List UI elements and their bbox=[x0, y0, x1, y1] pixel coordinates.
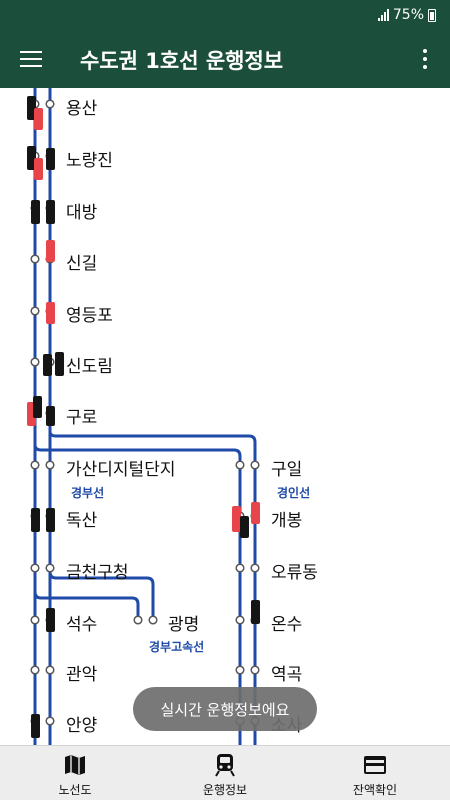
map-icon bbox=[65, 755, 85, 775]
line-label-gyeongin: 경인선 bbox=[277, 486, 311, 500]
station-onsu[interactable]: 온수 bbox=[271, 615, 303, 635]
nav-balance-check-label: 잔액확인 bbox=[352, 783, 398, 797]
station-daebang[interactable]: 대방 bbox=[66, 203, 98, 223]
more-options-button[interactable] bbox=[412, 44, 438, 74]
train-marker[interactable] bbox=[240, 516, 249, 538]
line-label-gyeongbu: 경부선 bbox=[71, 486, 105, 500]
train-marker[interactable] bbox=[46, 406, 55, 426]
track-gwangmyeong-inner bbox=[33, 591, 140, 620]
route-map[interactable]: 용산 노량진 대방 신길 영등포 신도림 구로 가산디지털단지 독산 금천구청 … bbox=[0, 88, 450, 745]
card-icon bbox=[364, 756, 386, 774]
station-sindorim[interactable]: 신도림 bbox=[66, 357, 113, 377]
train-marker[interactable] bbox=[46, 240, 55, 262]
nav-balance-check[interactable]: 잔액확인 bbox=[300, 746, 450, 800]
station-doksan[interactable]: 독산 bbox=[66, 511, 98, 531]
menu-button[interactable] bbox=[12, 40, 50, 78]
track-gwangmyeong-outer bbox=[48, 571, 155, 620]
station-geumcheon[interactable]: 금천구청 bbox=[66, 563, 129, 583]
train-marker[interactable] bbox=[27, 402, 36, 426]
battery-percent: 75% bbox=[392, 7, 424, 23]
station-noryangjin[interactable]: 노량진 bbox=[66, 151, 113, 171]
status-bar: 75% bbox=[0, 0, 450, 30]
status-indicators: 75% bbox=[377, 7, 436, 23]
station-yeokgok[interactable]: 역곡 bbox=[271, 665, 303, 685]
train-marker[interactable] bbox=[46, 302, 55, 324]
train-marker[interactable] bbox=[34, 108, 43, 130]
nav-route-map-label: 노선도 bbox=[58, 783, 92, 797]
more-vert-icon bbox=[423, 49, 427, 53]
station-gasan[interactable]: 가산디지털단지 bbox=[66, 460, 176, 480]
train-marker[interactable] bbox=[232, 506, 241, 532]
station-gaebong[interactable]: 개봉 bbox=[271, 511, 303, 531]
page-title: 수도권 1호선 운행정보 bbox=[80, 49, 284, 73]
nav-route-map[interactable]: 노선도 bbox=[0, 746, 150, 800]
train-marker[interactable] bbox=[27, 146, 36, 170]
train-marker[interactable] bbox=[31, 508, 40, 532]
train-icon bbox=[215, 754, 235, 777]
station-anyang[interactable]: 안양 bbox=[66, 716, 98, 736]
train-marker[interactable] bbox=[43, 354, 52, 376]
track-gyeongin-inner bbox=[33, 432, 242, 745]
train-marker[interactable] bbox=[27, 96, 36, 120]
station-gwangmyeong[interactable]: 광명 bbox=[168, 615, 200, 635]
train-marker[interactable] bbox=[34, 158, 43, 180]
station-guil[interactable]: 구일 bbox=[271, 460, 303, 480]
toast-message: 실시간 운행정보에요 bbox=[133, 687, 317, 731]
battery-icon bbox=[428, 8, 436, 22]
train-marker[interactable] bbox=[31, 200, 40, 224]
station-oryudong[interactable]: 오류동 bbox=[271, 563, 318, 583]
train-marker[interactable] bbox=[46, 200, 55, 224]
signal-icon bbox=[377, 9, 389, 21]
nav-service-info-label: 운행정보 bbox=[202, 783, 248, 797]
track-gyeongin-outer bbox=[48, 428, 257, 745]
station-singil[interactable]: 신길 bbox=[66, 254, 98, 274]
train-marker[interactable] bbox=[55, 352, 64, 376]
station-guro[interactable]: 구로 bbox=[66, 408, 98, 428]
train-marker[interactable] bbox=[251, 600, 260, 624]
bottom-navigation: 노선도 운행정보 잔액확인 bbox=[0, 745, 450, 800]
hamburger-icon bbox=[20, 51, 42, 53]
line-label-gyeongbu-highspeed: 경부고속선 bbox=[149, 640, 205, 654]
station-seoksu[interactable]: 석수 bbox=[66, 615, 98, 635]
train-marker[interactable] bbox=[46, 148, 55, 170]
station-yeongdeungpo[interactable]: 영등포 bbox=[66, 306, 113, 326]
train-marker[interactable] bbox=[31, 714, 40, 738]
train-marker[interactable] bbox=[46, 508, 55, 532]
train-marker[interactable] bbox=[33, 396, 42, 418]
train-marker[interactable] bbox=[46, 608, 55, 632]
app-bar: 수도권 1호선 운행정보 bbox=[0, 30, 450, 88]
nav-service-info[interactable]: 운행정보 bbox=[150, 746, 300, 800]
train-marker[interactable] bbox=[251, 502, 260, 524]
station-yongsan[interactable]: 용산 bbox=[66, 99, 98, 119]
station-gwanak[interactable]: 관악 bbox=[66, 665, 98, 685]
